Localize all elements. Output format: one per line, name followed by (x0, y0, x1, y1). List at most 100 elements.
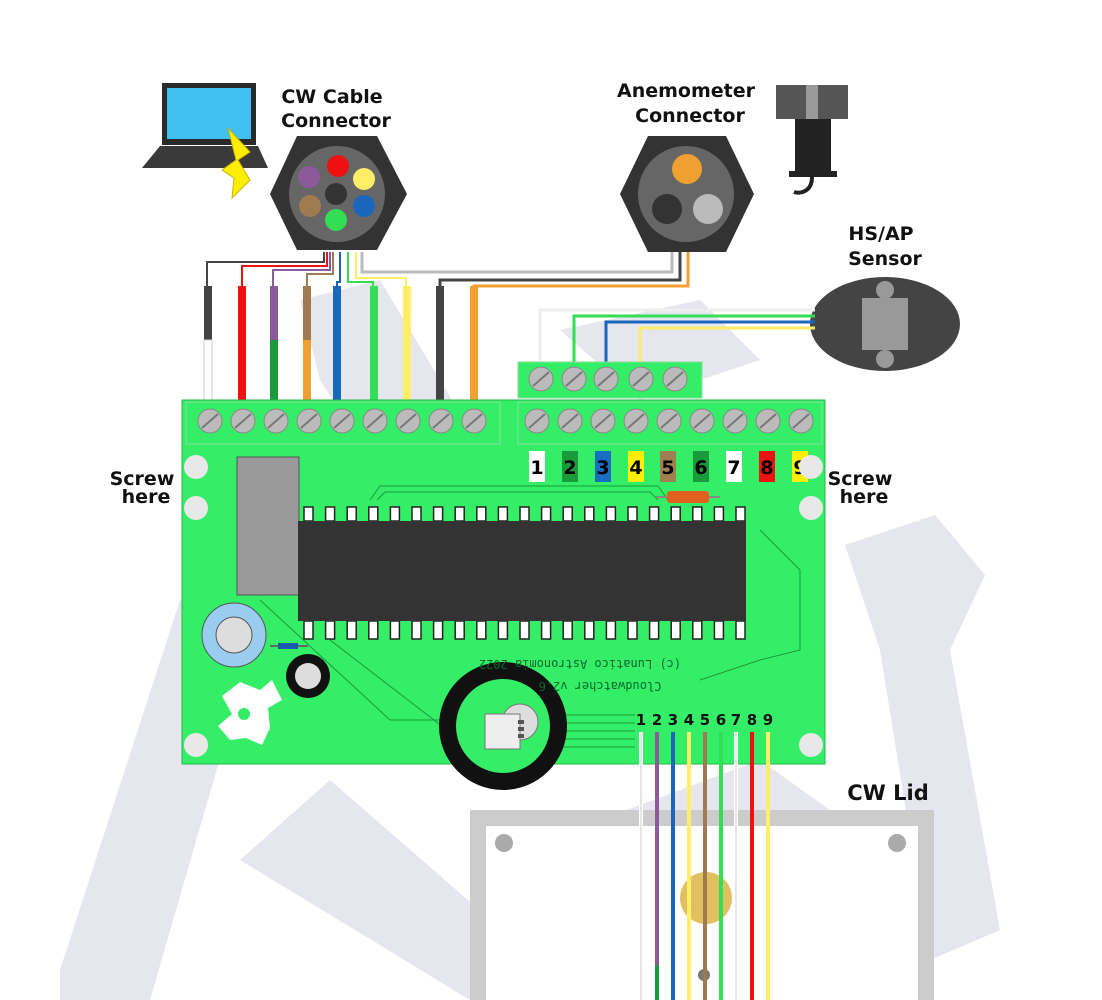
ic-pin-bottom (476, 620, 487, 640)
pin-light (693, 194, 723, 224)
ic-pin-top (454, 506, 465, 522)
ic-pin-bottom (713, 620, 725, 640)
cw-cable-label-2: Connector (281, 110, 391, 132)
pin-yellow (353, 168, 375, 190)
screw-here-right-2: here (840, 486, 889, 508)
left-terminal-block (185, 401, 501, 445)
pcb-copyright: (c) Lunatico Astronomia 2022 (479, 657, 681, 671)
pin-red (327, 155, 349, 177)
terminal-4-label: 4 (629, 457, 642, 479)
pin-dark (652, 194, 682, 224)
ic-pin-bottom (519, 620, 530, 640)
wire-number-4: 4 (684, 711, 694, 729)
wire-number-9: 9 (763, 711, 773, 729)
terminal-8-tag (759, 451, 775, 482)
wire-number-1: 1 (636, 711, 646, 729)
ic-pin-bottom (692, 620, 703, 640)
screw-here-left-2: here (122, 486, 171, 508)
lightning-bolt-icon (221, 127, 251, 200)
terminal-6-tag (693, 451, 709, 482)
ic-pin-top (346, 506, 357, 522)
screw-here-left-1: Screw (110, 468, 175, 490)
ic-pin-bottom (497, 620, 509, 640)
pin-blue (353, 195, 375, 217)
terminal-3-label: 3 (596, 457, 609, 479)
wire-number-8: 8 (747, 711, 757, 729)
ic-pin-bottom (389, 620, 401, 640)
terminal-2-tag (562, 451, 578, 482)
ic-pin-top (562, 506, 573, 522)
cw-cable-connector (270, 136, 407, 250)
ic-pin-bottom (562, 620, 573, 640)
ic-pin-bottom (454, 620, 465, 640)
terminal-7-tag (726, 451, 742, 482)
wire-number-6: 6 (716, 711, 726, 729)
ic-pin-top (670, 506, 681, 522)
ic-chip (298, 506, 746, 640)
hsap-label-2: Sensor (848, 248, 922, 270)
orange-wire-end (470, 286, 478, 402)
ic-pin-bottom (627, 620, 638, 640)
mounting-holes (184, 455, 823, 757)
ic-pin-top (735, 506, 746, 522)
ic-pin-top (627, 506, 638, 522)
ic-pin-top (368, 506, 379, 522)
wire-number-3: 3 (668, 711, 678, 729)
gray-module (236, 456, 300, 596)
ic-pin-top (476, 506, 487, 522)
lunatico-logo (218, 680, 282, 745)
terminal-8-label: 8 (760, 457, 773, 479)
ic-pin-bottom (648, 620, 660, 640)
laptop-icon (142, 83, 268, 168)
ir-sensor-ring (439, 662, 567, 790)
cw-wire-ends (203, 286, 411, 403)
terminal-6-label: 6 (694, 457, 707, 479)
lid-wires (639, 732, 770, 1000)
anemometer-plug-icon (776, 85, 848, 195)
hsap-terminal-block (517, 361, 703, 399)
wire-number-2: 2 (652, 711, 662, 729)
ic-pin-top (713, 506, 725, 522)
right-terminal-block (517, 401, 823, 445)
ic-pin-top (605, 506, 617, 522)
terminal-1-label: 1 (530, 457, 543, 479)
ic-pin-bottom (540, 620, 552, 640)
pin-purple (298, 166, 320, 188)
ic-pin-top (389, 506, 401, 522)
ic-pin-bottom (670, 620, 681, 640)
ic-pin-bottom (346, 620, 357, 640)
terminal-7-label: 7 (727, 457, 740, 479)
ic-pin-bottom (368, 620, 379, 640)
pin-green (325, 209, 347, 231)
ic-pin-top (411, 506, 422, 522)
black-ring-component (286, 654, 330, 698)
pcb-silkscreen: (c) Lunatico Astronomia 2022 Cloudwatche… (479, 657, 681, 693)
pin-black (325, 183, 347, 205)
hsap-wires (538, 308, 815, 362)
ic-pin-bottom (584, 620, 595, 640)
ic-pin-top (497, 506, 509, 522)
anemometer-connector (620, 136, 754, 252)
ic-pin-bottom (411, 620, 422, 640)
ic-pin-bottom (605, 620, 617, 640)
resistor (656, 491, 720, 503)
ic-pin-top (540, 506, 552, 522)
ic-pin-bottom (432, 620, 444, 640)
ic-pin-top (648, 506, 660, 522)
terminal-number-labels: 1 2 3 4 5 6 7 8 9 (529, 451, 808, 482)
diode (270, 643, 308, 649)
ic-pin-bottom (324, 620, 336, 640)
terminal-5-label: 5 (661, 457, 674, 479)
cw-cable-label-1: CW Cable (281, 86, 382, 108)
terminal-4-tag (628, 451, 644, 482)
terminal-3-tag (595, 451, 611, 482)
ic-pin-top (324, 506, 336, 522)
black-wire-end (436, 286, 444, 402)
pin-orange (672, 154, 702, 184)
anemometer-label-1: Anemometer (617, 80, 756, 102)
anemometer-label-2: Connector (635, 105, 745, 127)
terminal-2-label: 2 (563, 457, 576, 479)
pin-brown (299, 195, 321, 217)
ic-pin-top (303, 506, 314, 522)
